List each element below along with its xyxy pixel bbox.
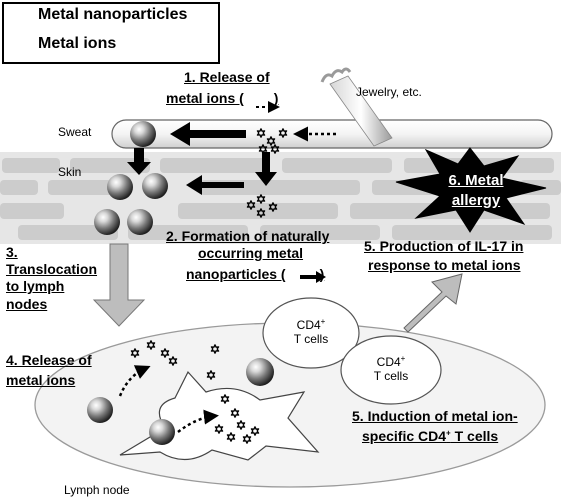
step1-label-line2: metal ions () <box>166 90 278 106</box>
step1-label-text: metal ions ( <box>166 90 244 106</box>
sweat-label: Sweat <box>58 125 92 139</box>
cd4-cell-1-text2: T cells <box>293 331 329 346</box>
step1-label-close: ) <box>273 90 279 106</box>
step3-label-line3: to lymph <box>6 278 65 294</box>
step4-label-line2: metal ions <box>6 372 76 388</box>
step3-label-line2: Translocation <box>6 261 98 277</box>
il17-arrow <box>403 273 463 333</box>
step5-induction-line1: 5. Induction of metal ion- <box>352 408 518 424</box>
cd4-cell-2-text2: T cells <box>373 368 409 383</box>
step5-production-line1: 5. Production of IL-17 in <box>364 238 524 254</box>
cd4-t-cell-2 <box>340 335 442 405</box>
cd4-cell-2-text: CD4 <box>376 355 401 369</box>
jewelry-icon <box>320 67 393 147</box>
cd4-cell-1-sup: + <box>320 317 326 326</box>
induction-sup: + <box>446 428 451 438</box>
step3-label-line4: nodes <box>6 296 48 312</box>
lymph-node-label: Lymph node <box>64 483 130 497</box>
skin-label: Skin <box>58 165 82 179</box>
flow-arrows <box>127 122 326 283</box>
induction-text2: T cells <box>450 428 499 444</box>
step3-label-line1: 3. <box>6 244 18 260</box>
legend-nanoparticles-label: Metal nanoparticles <box>38 6 188 23</box>
allergy-label-line2: allergy <box>451 192 501 209</box>
cd4-cell-2-sup: + <box>400 354 406 363</box>
step2-label-close: ) <box>319 266 325 282</box>
step2-label-line3: nanoparticles () <box>186 266 324 282</box>
metal-allergy-burst <box>395 147 547 233</box>
step5-induction-line2: specific CD4+ T cells <box>362 428 498 444</box>
induction-text: specific CD4 <box>362 428 447 444</box>
jewelry-label: Jewelry, etc. <box>356 85 422 99</box>
translocation-arrow <box>92 243 146 327</box>
step4-label-line1: 4. Release of <box>6 352 92 368</box>
cd4-cell-2-label: CD4+ T cells <box>361 354 421 384</box>
cd4-cell-1-label: CD4+ T cells <box>281 317 341 347</box>
step2-label-text: nanoparticles ( <box>186 266 286 282</box>
step5-production-line2: response to metal ions <box>368 257 521 273</box>
legend-ions-label: Metal ions <box>38 35 117 52</box>
cd4-t-cell-1 <box>262 297 360 369</box>
sweat-tube <box>111 119 553 149</box>
legend <box>2 2 220 64</box>
cd4-cell-1-text: CD4 <box>296 318 321 332</box>
step1-label-line1: 1. Release of <box>184 69 270 85</box>
step2-label-line1: 2. Formation of naturally <box>166 228 330 244</box>
step2-label-line2: occurring metal <box>198 245 304 261</box>
dashed-arrows <box>118 101 336 433</box>
allergy-label-line1: 6. Metal <box>448 172 504 189</box>
metal-nanoparticles <box>10 6 274 445</box>
